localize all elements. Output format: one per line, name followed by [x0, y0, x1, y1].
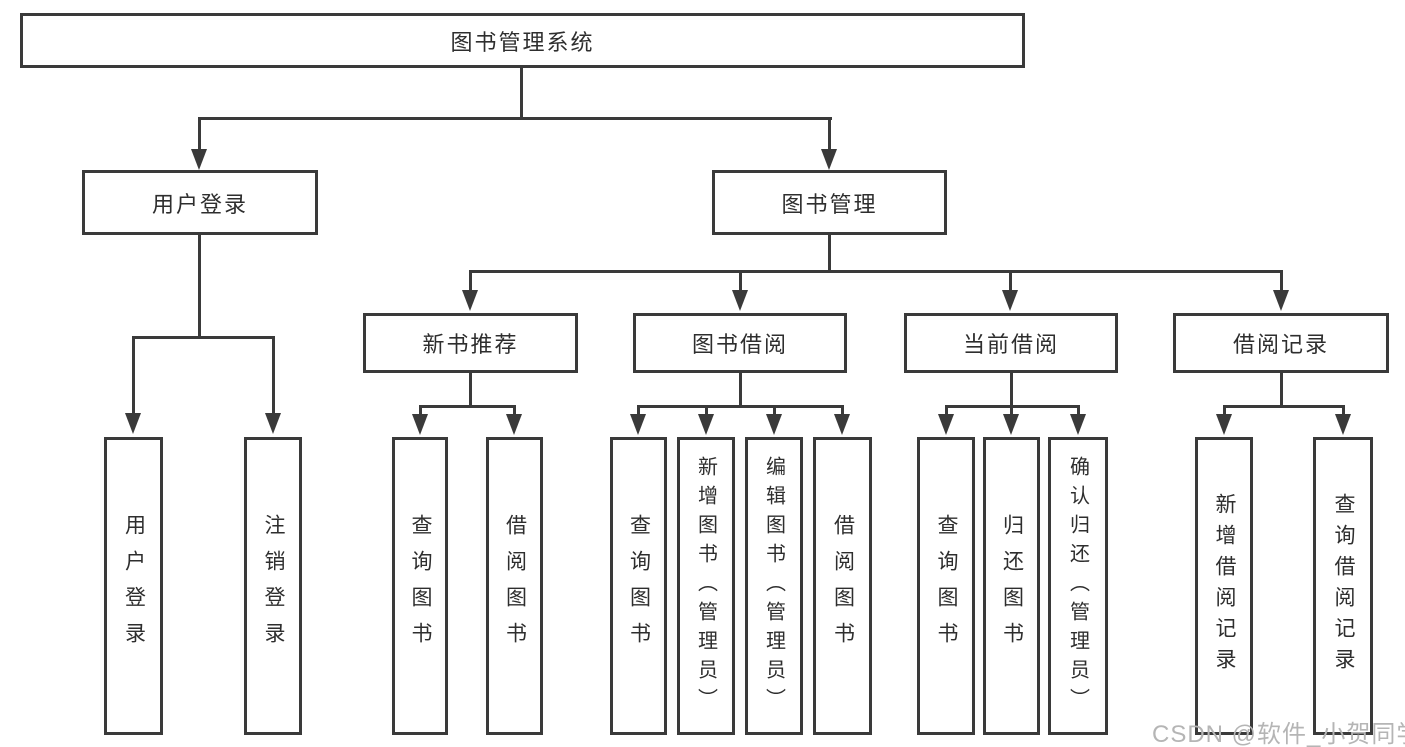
- node-label: 图书管理系统: [450, 29, 595, 55]
- arrow-down-icon: [1335, 408, 1351, 435]
- node-current-borrowing: 当前借阅: [904, 313, 1118, 373]
- connector-current-stem: [1010, 373, 1013, 408]
- arrow-down-icon: [630, 408, 646, 435]
- leaf-node-search-books-borrowing: 查询图书: [610, 437, 667, 735]
- arrow-down-icon: [834, 408, 850, 435]
- arrow-down-icon: [1273, 273, 1289, 311]
- arrow-down-icon: [1003, 408, 1019, 435]
- leaf-node-user-login: 用户登录: [104, 437, 163, 735]
- arrow-down-icon: [125, 339, 141, 434]
- arrow-down-icon: [412, 408, 428, 435]
- node-label: 新书推荐: [422, 332, 519, 357]
- node-label: 图书借阅: [691, 332, 788, 357]
- leaf-node-add-books-admin: 新增图书（管理员）: [677, 437, 735, 735]
- leaf-node-search-books-recommend: 查询图书: [392, 437, 448, 735]
- arrow-down-icon: [191, 120, 207, 170]
- node-label: 当前借阅: [962, 332, 1059, 357]
- node-book-borrowing: 图书借阅: [633, 313, 847, 373]
- leaf-label: 用户登录: [122, 514, 146, 658]
- arrow-down-icon: [506, 408, 522, 435]
- connector-user-login-rail: [132, 336, 275, 339]
- connector-book-mgmt-stem: [828, 235, 831, 273]
- leaf-label: 注销登录: [262, 514, 285, 658]
- arrow-down-icon: [821, 120, 837, 170]
- leaf-label: 新增借阅记录: [1213, 493, 1236, 679]
- connector-recommend-stem: [469, 373, 472, 408]
- arrow-down-icon: [1070, 408, 1086, 435]
- arrow-down-icon: [462, 273, 478, 311]
- arrow-down-icon: [265, 339, 281, 434]
- arrow-down-icon: [1216, 408, 1232, 435]
- node-user-login: 用户登录: [82, 170, 318, 235]
- leaf-node-return-books: 归还图书: [983, 437, 1040, 735]
- connector-records-rail: [1223, 405, 1345, 408]
- arrow-down-icon: [732, 273, 748, 311]
- arrow-down-icon: [1002, 273, 1018, 311]
- leaf-label: 确认归还（管理员）: [1066, 455, 1089, 717]
- leaf-node-logout: 注销登录: [244, 437, 302, 735]
- node-label: 图书管理: [781, 191, 878, 217]
- leaf-node-add-borrow-record: 新增借阅记录: [1195, 437, 1253, 735]
- leaf-label: 查询图书: [409, 514, 432, 658]
- arrow-down-icon: [766, 408, 782, 435]
- connector-recommend-rail: [419, 405, 516, 408]
- leaf-label: 查询图书: [627, 514, 651, 658]
- node-label: 借阅记录: [1232, 332, 1329, 357]
- connector-borrowing-stem: [739, 373, 742, 408]
- connector-root-stem: [520, 68, 523, 119]
- leaf-label: 新增图书（管理员）: [694, 455, 717, 717]
- leaf-node-search-books-current: 查询图书: [917, 437, 975, 735]
- csdn-watermark: CSDN @软件_小贺同学: [1152, 721, 1405, 747]
- leaf-label: 查询图书: [935, 514, 958, 658]
- node-book-management: 图书管理: [712, 170, 947, 235]
- arrow-down-icon: [698, 408, 714, 435]
- connector-current-rail: [945, 405, 1080, 408]
- leaf-label: 编辑图书（管理员）: [762, 455, 785, 717]
- connector-level3-rail: [469, 270, 1283, 273]
- leaf-label: 借阅图书: [503, 514, 527, 658]
- node-label: 用户登录: [151, 191, 248, 217]
- leaf-node-borrow-books-borrowing: 借阅图书: [813, 437, 872, 735]
- leaf-label: 查询借阅记录: [1332, 493, 1355, 679]
- connector-borrowing-rail: [637, 405, 844, 408]
- connector-user-login-stem: [198, 235, 201, 338]
- connector-level2-rail: [198, 117, 832, 120]
- leaf-label: 归还图书: [1000, 514, 1024, 658]
- arrow-down-icon: [938, 408, 954, 435]
- leaf-node-borrow-books-recommend: 借阅图书: [486, 437, 543, 735]
- leaf-label: 借阅图书: [831, 514, 855, 658]
- leaf-node-edit-books-admin: 编辑图书（管理员）: [745, 437, 803, 735]
- node-new-book-recommendation: 新书推荐: [363, 313, 578, 373]
- leaf-node-search-borrow-record: 查询借阅记录: [1313, 437, 1373, 735]
- connector-records-stem: [1280, 373, 1283, 408]
- node-borrowing-records: 借阅记录: [1173, 313, 1389, 373]
- node-library-management-system: 图书管理系统: [20, 13, 1025, 68]
- leaf-node-confirm-return-admin: 确认归还（管理员）: [1048, 437, 1108, 735]
